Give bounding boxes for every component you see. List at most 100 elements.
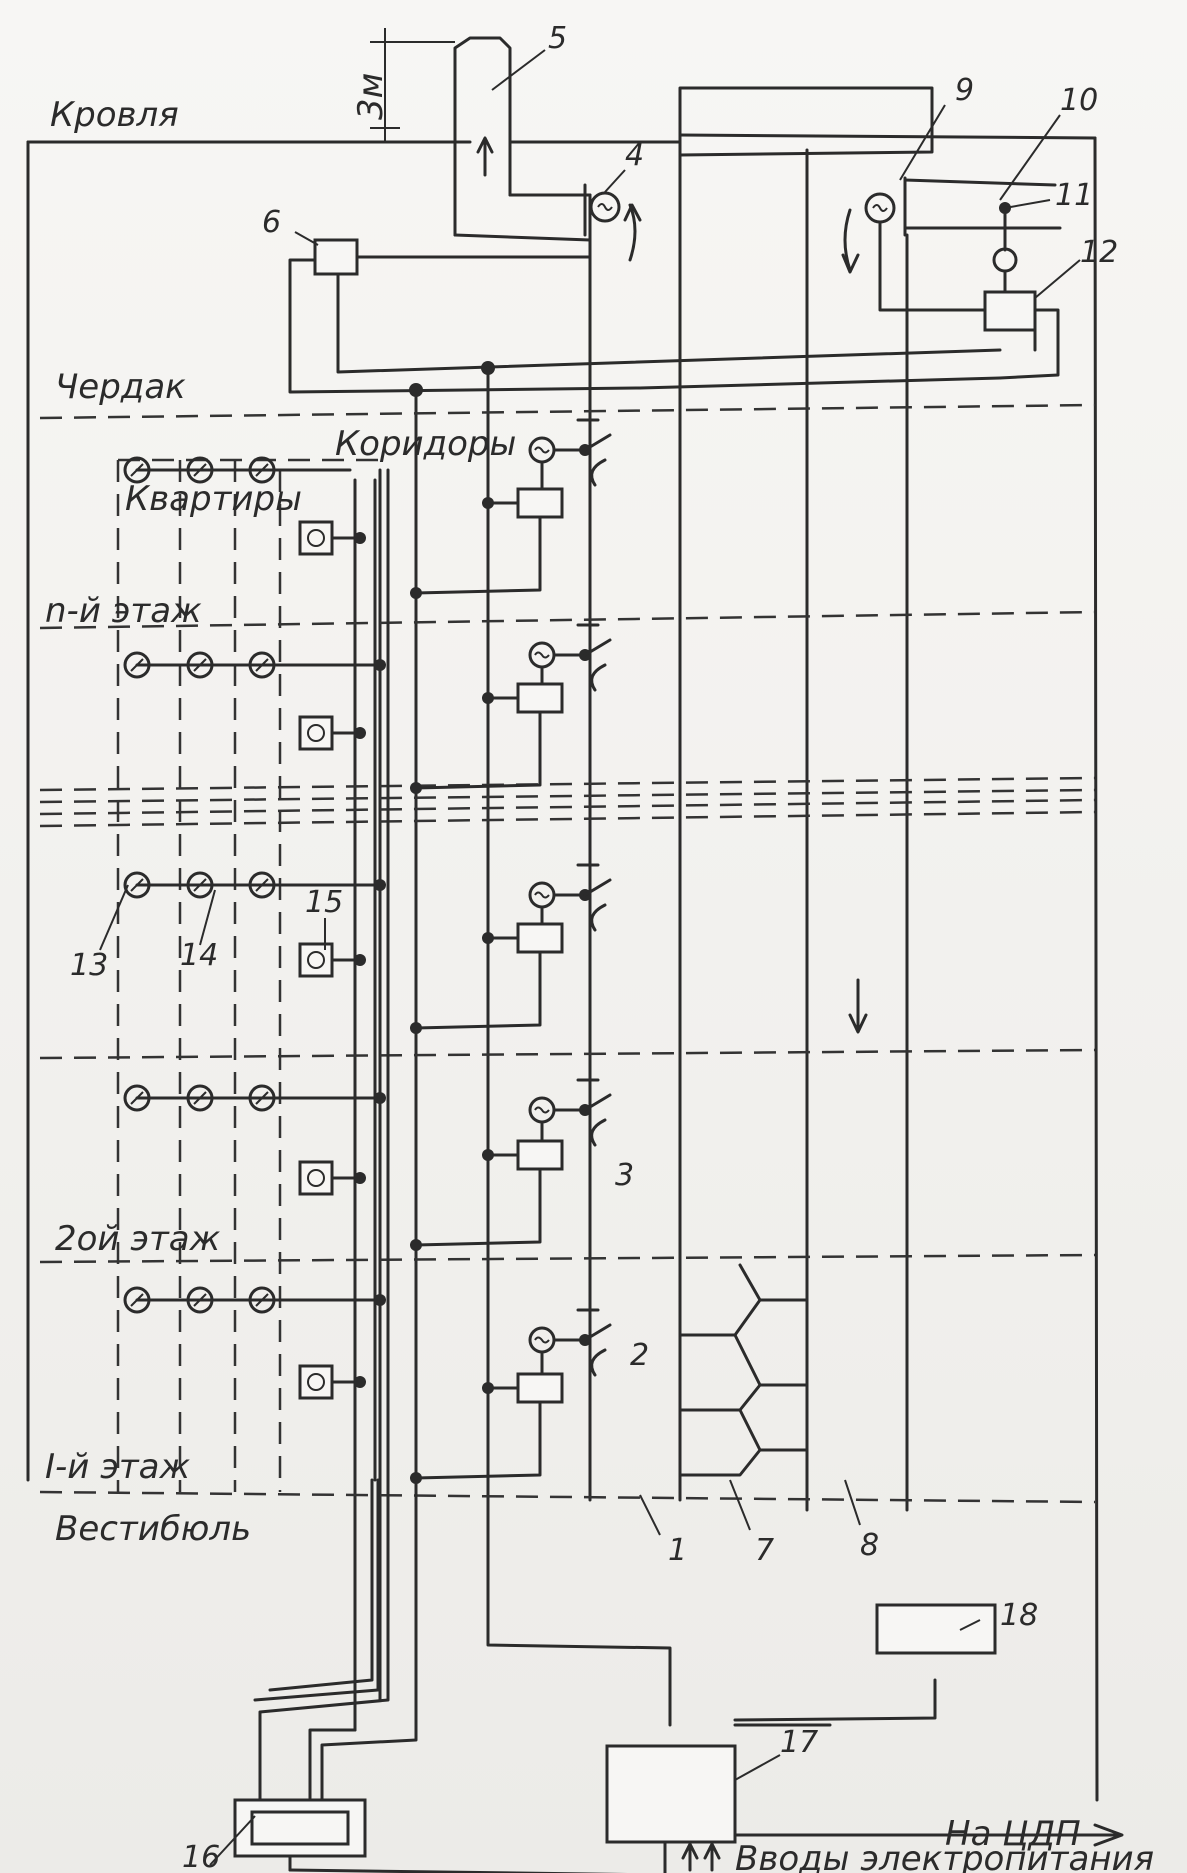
- exhaust-fan: [583, 183, 642, 262]
- damper-flow: [590, 903, 607, 932]
- junction-dot: [410, 782, 422, 794]
- manual-call-point-icon: [298, 942, 334, 978]
- stair-pressurisation-branches: [678, 1263, 809, 1477]
- damper-controller-icon: [516, 922, 564, 954]
- damper-controller-icon: [516, 682, 564, 714]
- callout-12: 12: [1080, 235, 1118, 270]
- smoke-detector-icon: [186, 1286, 214, 1314]
- call-point-button: [307, 529, 325, 547]
- controller-return: [414, 1400, 542, 1480]
- junction-dot: [410, 1239, 422, 1251]
- callout-4: 4: [625, 138, 644, 173]
- smoke-control-panel: [288, 238, 1037, 397]
- damper-blade: [583, 1093, 612, 1112]
- flow-arrow-down: [848, 978, 868, 1034]
- height-dimension: [370, 28, 455, 142]
- attic-label: Чердак: [55, 367, 186, 407]
- smoke-detector-icon: [123, 1084, 151, 1112]
- callout-11: 11: [1055, 178, 1093, 213]
- callout-15: 15: [305, 885, 343, 920]
- callout-2: 2: [630, 1338, 649, 1373]
- junction-dot: [354, 954, 366, 966]
- callout-17: 17: [780, 1725, 818, 1760]
- smoke-detector-icon: [123, 651, 151, 679]
- smoke-detector-icon: [186, 651, 214, 679]
- building-outline: [26, 133, 1099, 1802]
- junction-dot: [374, 879, 386, 891]
- junction-dot: [354, 1376, 366, 1388]
- smoke-detector-icon: [248, 871, 276, 899]
- manual-call-point-icon: [298, 1364, 334, 1400]
- junction-dot: [374, 1092, 386, 1104]
- damper-controller-icon: [516, 1139, 564, 1171]
- callout-1: 1: [668, 1533, 687, 1568]
- call-point-button: [307, 1169, 325, 1187]
- junction-dot: [410, 587, 422, 599]
- junction-dot: [410, 1022, 422, 1034]
- callout-6: 6: [262, 205, 281, 240]
- controller-return: [414, 710, 542, 790]
- junction-dot: [354, 727, 366, 739]
- roof-label: Кровля: [50, 95, 179, 135]
- apartment-zone-lines: [116, 458, 380, 1492]
- detector-mark: [193, 463, 207, 477]
- floor-2-label: 2ой этаж: [55, 1219, 221, 1259]
- call-point-button: [307, 1373, 325, 1391]
- detector-mark: [193, 658, 207, 672]
- manual-call-point-icon: [298, 1160, 334, 1196]
- smoke-detector-icon: [123, 456, 151, 484]
- damper-controller-icon: [516, 487, 564, 519]
- callout-10: 10: [1060, 83, 1098, 118]
- damper-controller-icon: [516, 1372, 564, 1404]
- callout-leaders: [99, 49, 1081, 1866]
- damper-flow: [590, 1348, 607, 1377]
- callout-13: 13: [70, 948, 108, 983]
- callout-16: 16: [182, 1840, 220, 1873]
- smoke-detector-icon: [186, 1084, 214, 1112]
- smoke-detector-icon: [123, 871, 151, 899]
- detector-mark: [255, 658, 269, 672]
- damper-flow: [590, 458, 607, 487]
- detector-mark: [130, 878, 144, 892]
- detector-mark: [130, 658, 144, 672]
- callout-5: 5: [548, 21, 567, 56]
- detector-mark: [130, 463, 144, 477]
- manual-call-point-icon: [298, 715, 334, 751]
- junction-dot: [374, 1294, 386, 1306]
- smoke-detector-icon: [123, 1286, 151, 1314]
- bottom-wiring: [253, 468, 937, 1873]
- manual-call-point-icon: [298, 520, 334, 556]
- power-inputs-label: Вводы электропитания: [735, 1839, 1154, 1873]
- call-point-button: [307, 951, 325, 969]
- smoke-detector-icon: [186, 456, 214, 484]
- detector-mark: [193, 1293, 207, 1307]
- corridors-label: Коридоры: [335, 424, 516, 464]
- smoke-exhaust-shaft: [453, 36, 592, 242]
- damper-blade: [583, 1323, 612, 1342]
- damper-motor-symbol: [534, 1336, 550, 1344]
- controller-return: [414, 950, 542, 1030]
- controller-return: [414, 1167, 542, 1247]
- junction-dot: [482, 932, 494, 944]
- detector-mark: [255, 1091, 269, 1105]
- damper-motor-symbol: [534, 891, 550, 899]
- detector-mark: [255, 1293, 269, 1307]
- call-point-button: [307, 724, 325, 742]
- junction-dot: [354, 532, 366, 544]
- detector-mark: [193, 1091, 207, 1105]
- lobby-label: Вестибюль: [55, 1509, 251, 1549]
- detector-mark: [193, 878, 207, 892]
- callout-14: 14: [180, 938, 218, 973]
- control-panel-17: [605, 1744, 737, 1844]
- floor-n-label: n-й этаж: [45, 591, 202, 631]
- control-panel-18: [875, 1603, 997, 1655]
- controller-return: [414, 515, 542, 595]
- callout-9: 9: [955, 73, 974, 108]
- to-cdp-label: На ЦДП: [945, 1814, 1081, 1854]
- to-cdp-arrow: [733, 1823, 1124, 1847]
- junction-dot: [482, 1382, 494, 1394]
- smoke-detector-icon: [186, 871, 214, 899]
- smoke-detector-icon: [248, 1084, 276, 1112]
- floor-dividers: [39, 403, 1096, 1504]
